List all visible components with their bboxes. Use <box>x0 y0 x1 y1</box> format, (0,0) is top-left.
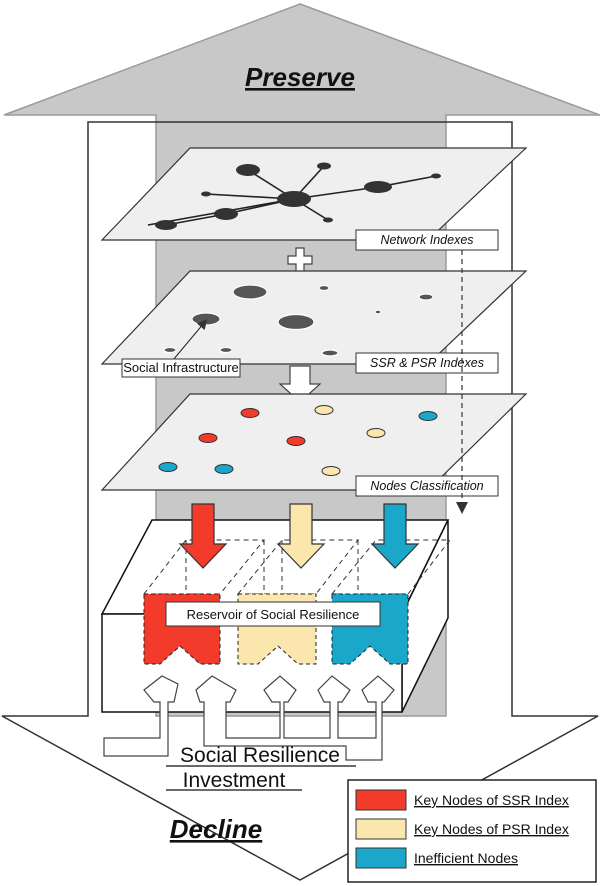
infrastructure-nodes <box>163 284 434 357</box>
legend-swatch <box>355 789 407 811</box>
nodes-classification-label: Nodes Classification <box>370 479 483 493</box>
down-arrow-icon <box>278 365 322 403</box>
psr-arrow <box>276 503 326 569</box>
indexes-layer: Social Infrastructure SSR & PSR Indexes <box>100 270 528 378</box>
network-layer: Network Indexes <box>100 147 528 251</box>
network-nodes <box>155 162 441 230</box>
reservoir-label: Reservoir of Social Resilience <box>187 607 360 622</box>
inefficient-arrow <box>370 503 420 569</box>
legend-label: Key Nodes of PSR Index <box>414 821 569 837</box>
social-infrastructure-label: Social Infrastructure <box>123 360 239 375</box>
ssr-psr-indexes-label: SSR & PSR Indexes <box>370 356 484 370</box>
classification-layer: Nodes Classification <box>100 393 528 497</box>
preserve-label: Preserve <box>245 62 355 92</box>
legend-label: Inefficient Nodes <box>414 850 518 866</box>
ssr-arrow <box>178 503 228 569</box>
legend-swatch <box>355 818 407 840</box>
classification-arrows <box>178 503 420 569</box>
decline-label: Decline <box>170 814 263 844</box>
legend-label: Key Nodes of SSR Index <box>414 792 569 808</box>
legend-swatch <box>355 847 407 869</box>
network-indexes-label: Network Indexes <box>380 233 473 247</box>
investment-arrows <box>103 675 395 761</box>
classified-nodes <box>158 405 438 476</box>
investment-line2: Investment <box>183 769 286 792</box>
investment-line1: Social Resilience <box>180 744 340 767</box>
